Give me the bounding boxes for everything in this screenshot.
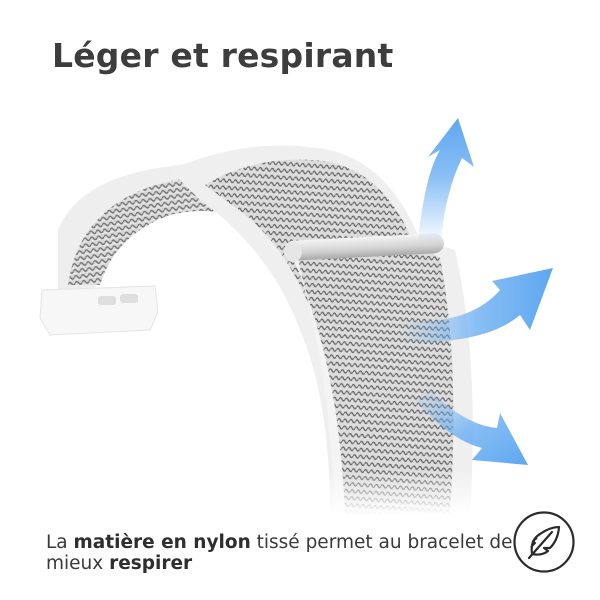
watch-band-illustration [39,118,553,515]
airflow-arrow-right [400,268,553,343]
band-keeper-loop [284,233,444,262]
airflow-arrow-down-right [415,390,528,465]
caption: La matière en nylon tissé permet au brac… [46,532,513,574]
caption-bold-material: matière en nylon [73,532,251,553]
feather-icon [513,511,575,573]
airflow-arrow-up [418,118,474,245]
band-connector [39,285,159,336]
headline: Léger et respirant [52,36,394,75]
caption-bold-breathe: respirer [109,553,193,574]
